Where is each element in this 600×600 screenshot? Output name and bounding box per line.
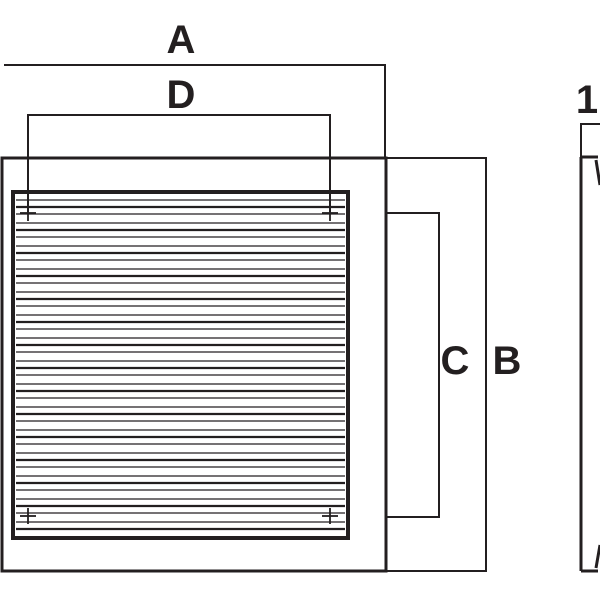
louver-slats bbox=[16, 199, 345, 531]
dimension-c-label: C bbox=[441, 339, 470, 383]
dimension-d-label: D bbox=[167, 73, 196, 117]
side-profile-shape bbox=[579, 155, 600, 573]
dimension-d: D bbox=[27, 73, 331, 212]
outer-frame bbox=[0, 156, 388, 573]
dimension-a-label: A bbox=[167, 18, 196, 62]
screw-top-right bbox=[322, 205, 338, 221]
dimension-b: B bbox=[386, 157, 522, 572]
dimension-c: C bbox=[386, 212, 470, 518]
mounting-screws bbox=[20, 205, 338, 524]
louver-panel-border bbox=[11, 190, 350, 540]
dimension-b-label: B bbox=[493, 339, 522, 383]
side-profile-view: 1 bbox=[576, 78, 600, 573]
screw-top-left bbox=[20, 205, 36, 221]
louver-panel bbox=[11, 190, 350, 540]
screw-bottom-right bbox=[322, 508, 338, 524]
screw-bottom-left bbox=[20, 508, 36, 524]
dimension-a: A bbox=[4, 18, 386, 158]
side-profile-label: 1 bbox=[576, 78, 598, 122]
